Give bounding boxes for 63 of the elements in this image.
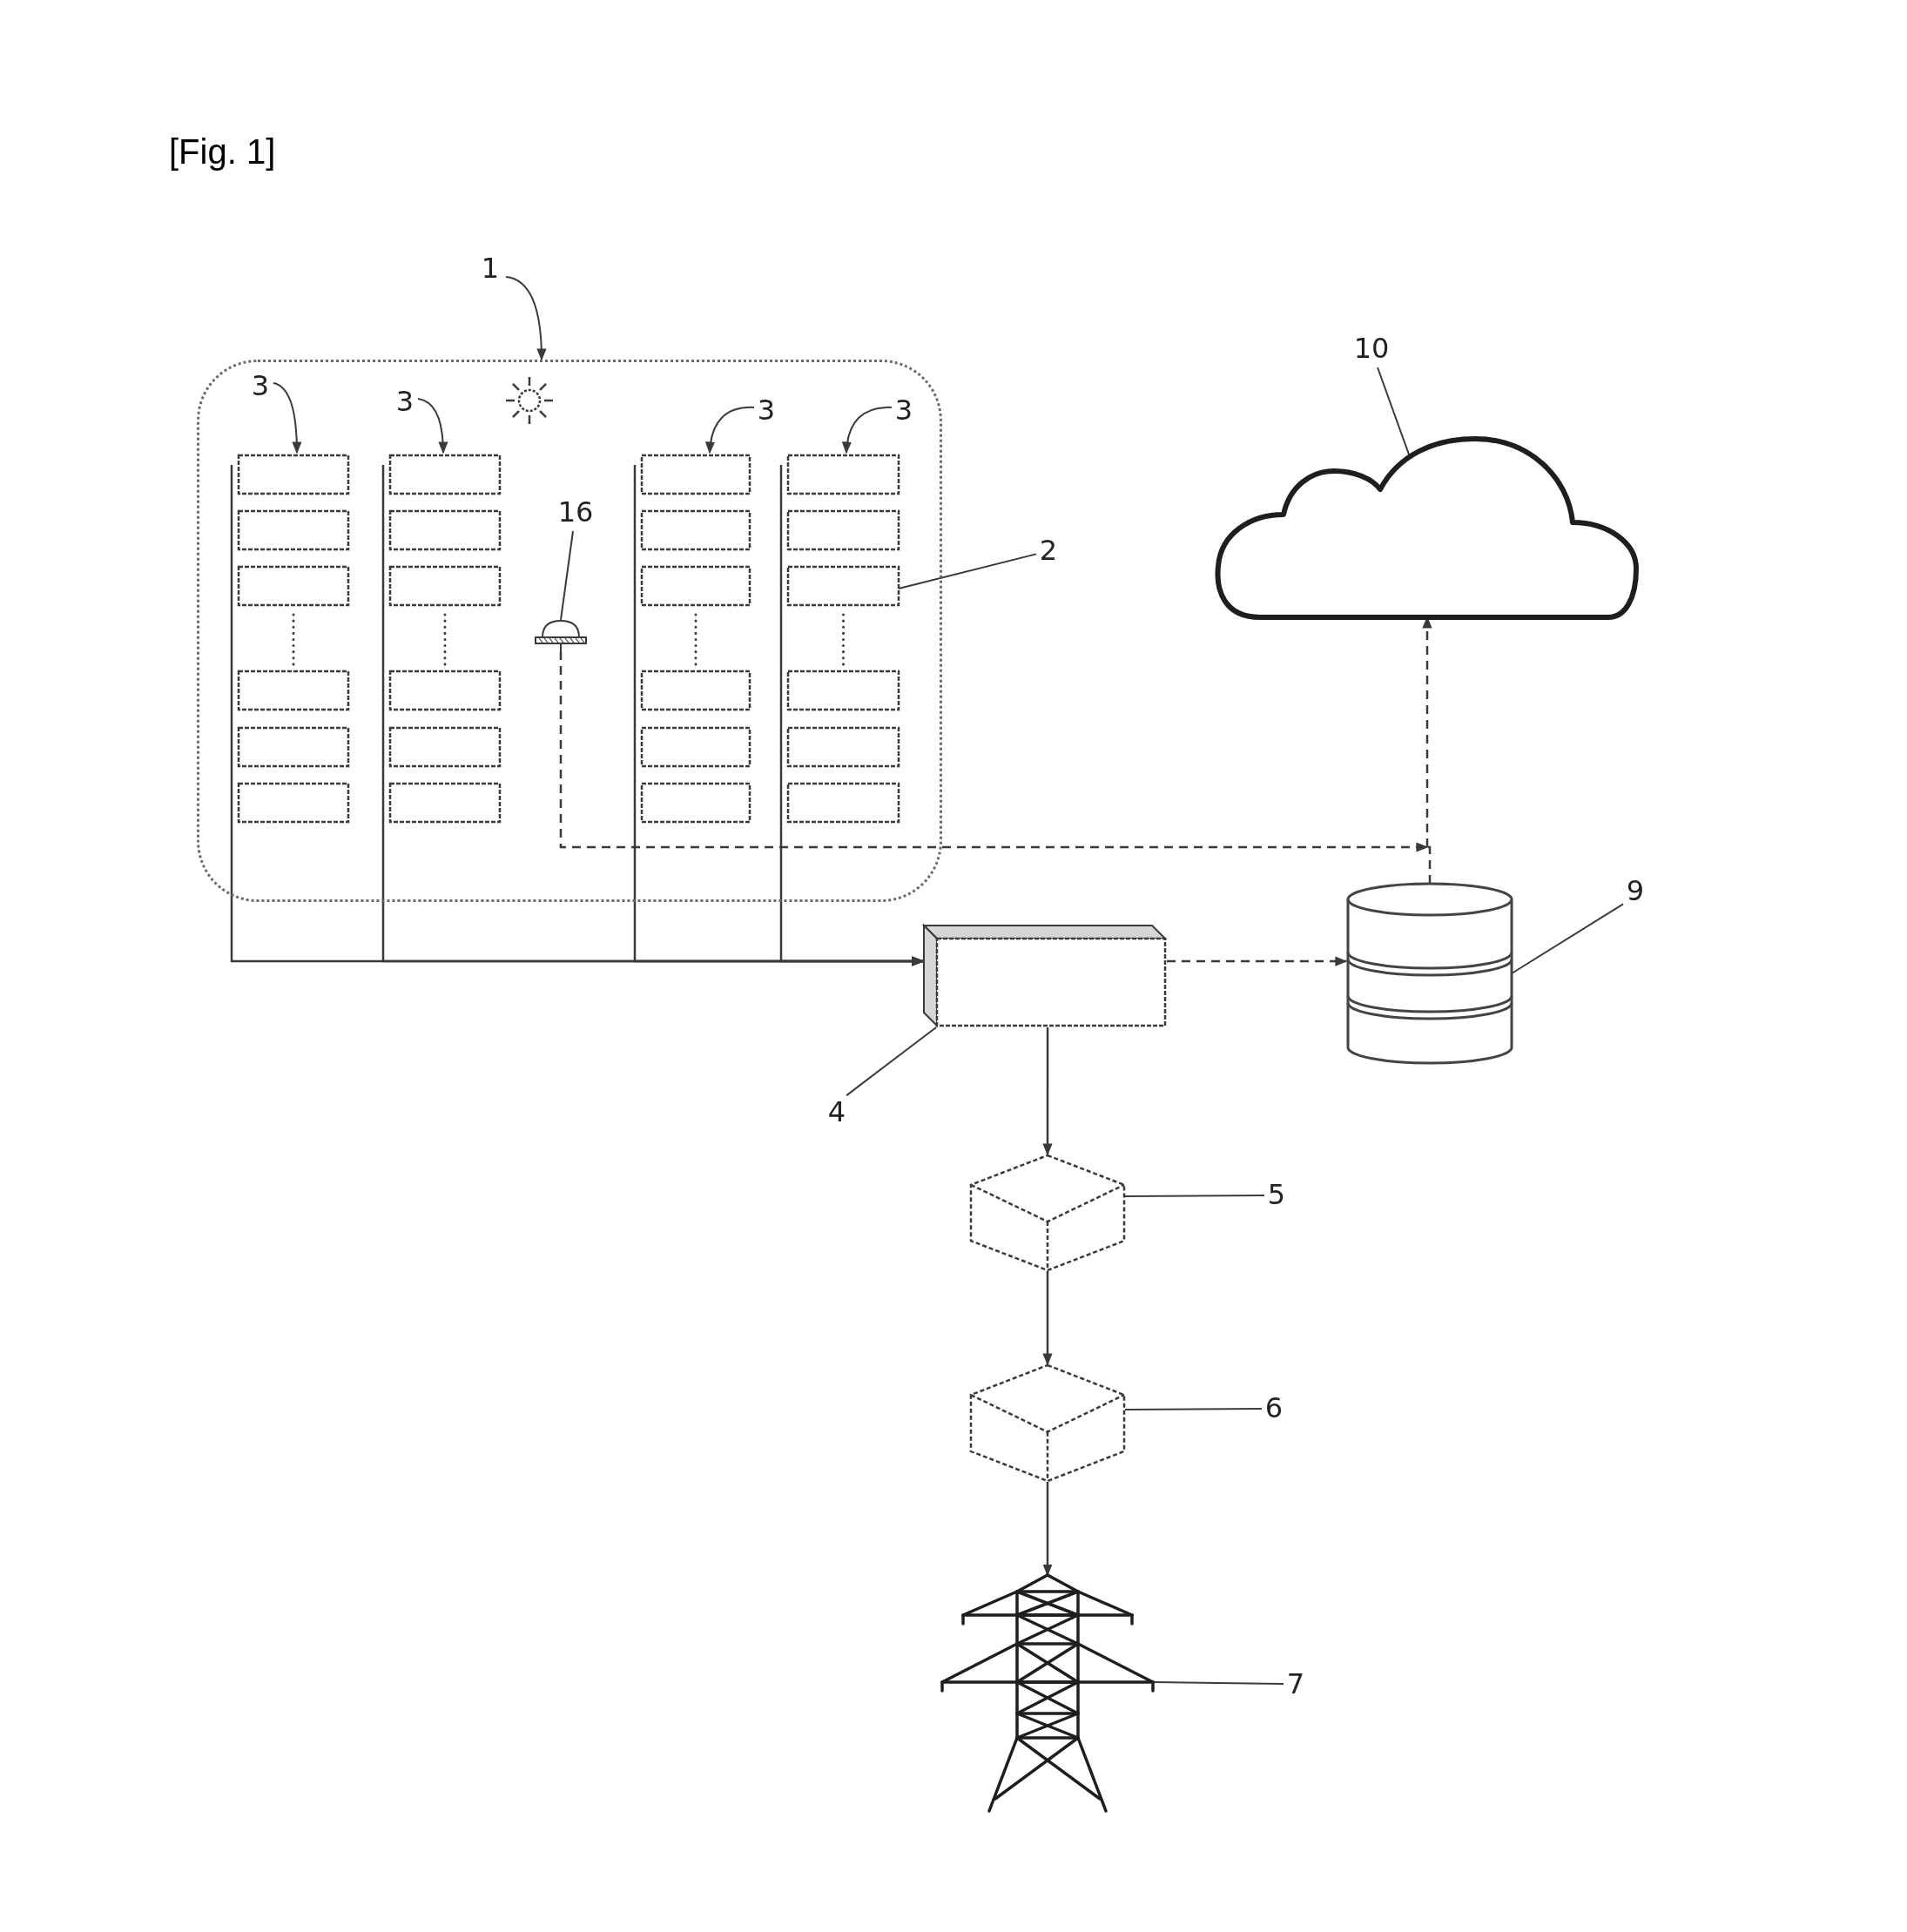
solar-panel <box>388 509 502 551</box>
leader-line <box>1152 1681 1284 1685</box>
solar-panel <box>237 782 350 824</box>
inverter-box <box>923 925 1167 1027</box>
leader-arrow <box>273 381 302 454</box>
solar-panel <box>786 670 900 711</box>
arrow <box>779 825 925 966</box>
solar-panel <box>237 454 350 495</box>
arrow <box>1042 1027 1053 1156</box>
solar-panel <box>640 782 751 824</box>
solar-panel <box>786 509 900 551</box>
solar-panel <box>640 565 751 607</box>
callout-number: 7 <box>1284 1665 1308 1703</box>
database-cylinder <box>1346 883 1513 1064</box>
leader-line <box>1511 903 1624 974</box>
solar-panel <box>388 670 502 711</box>
transformer-cube <box>970 1154 1125 1271</box>
leader-arrow <box>842 406 893 454</box>
callout-number: 6 <box>1262 1389 1286 1427</box>
callout-number: 3 <box>392 382 418 421</box>
callout-number: 3 <box>247 367 273 405</box>
solar-panel <box>786 454 900 495</box>
leader-arrow <box>705 406 755 454</box>
leader-arrow <box>505 276 547 361</box>
solar-panel <box>640 670 751 711</box>
solar-panel <box>786 782 900 824</box>
solar-panel <box>786 565 900 607</box>
callout-number: 1 <box>475 249 506 287</box>
callout-number: 5 <box>1264 1175 1289 1214</box>
callout-number: 10 <box>1350 329 1393 367</box>
solar-panel <box>388 565 502 607</box>
leader-line <box>1124 1407 1263 1410</box>
plant-boundary <box>197 360 942 902</box>
solar-panel <box>640 726 751 768</box>
arrow <box>1042 1271 1053 1366</box>
figure-title: [Fig. 1] <box>169 131 276 172</box>
leader-line <box>846 1027 938 1097</box>
leader-line <box>898 553 1037 590</box>
dashed-arrow <box>559 651 1429 852</box>
cloud-shape <box>1216 434 1639 620</box>
solar-panel <box>640 454 751 495</box>
solar-panel <box>388 726 502 768</box>
leader-arrow <box>417 397 448 454</box>
callout-number: 2 <box>1036 531 1061 569</box>
callout-number: 9 <box>1623 872 1648 910</box>
leader-line <box>560 530 574 621</box>
solar-panel <box>237 565 350 607</box>
callout-number: 4 <box>825 1093 849 1131</box>
transformer-cube <box>970 1364 1125 1482</box>
solar-panel <box>237 509 350 551</box>
solar-panel <box>640 509 751 551</box>
dashed-arrow <box>1167 956 1348 966</box>
solar-panel <box>237 726 350 768</box>
sensor-icon <box>532 618 590 651</box>
dashed-line <box>1427 845 1432 885</box>
callout-number: 3 <box>754 391 778 429</box>
solar-panel <box>786 726 900 768</box>
solar-panel <box>388 782 502 824</box>
leader-line <box>1124 1194 1265 1197</box>
solar-panel <box>388 454 502 495</box>
solar-panel <box>237 670 350 711</box>
callout-number: 3 <box>892 391 916 429</box>
callout-number: 16 <box>556 493 596 531</box>
